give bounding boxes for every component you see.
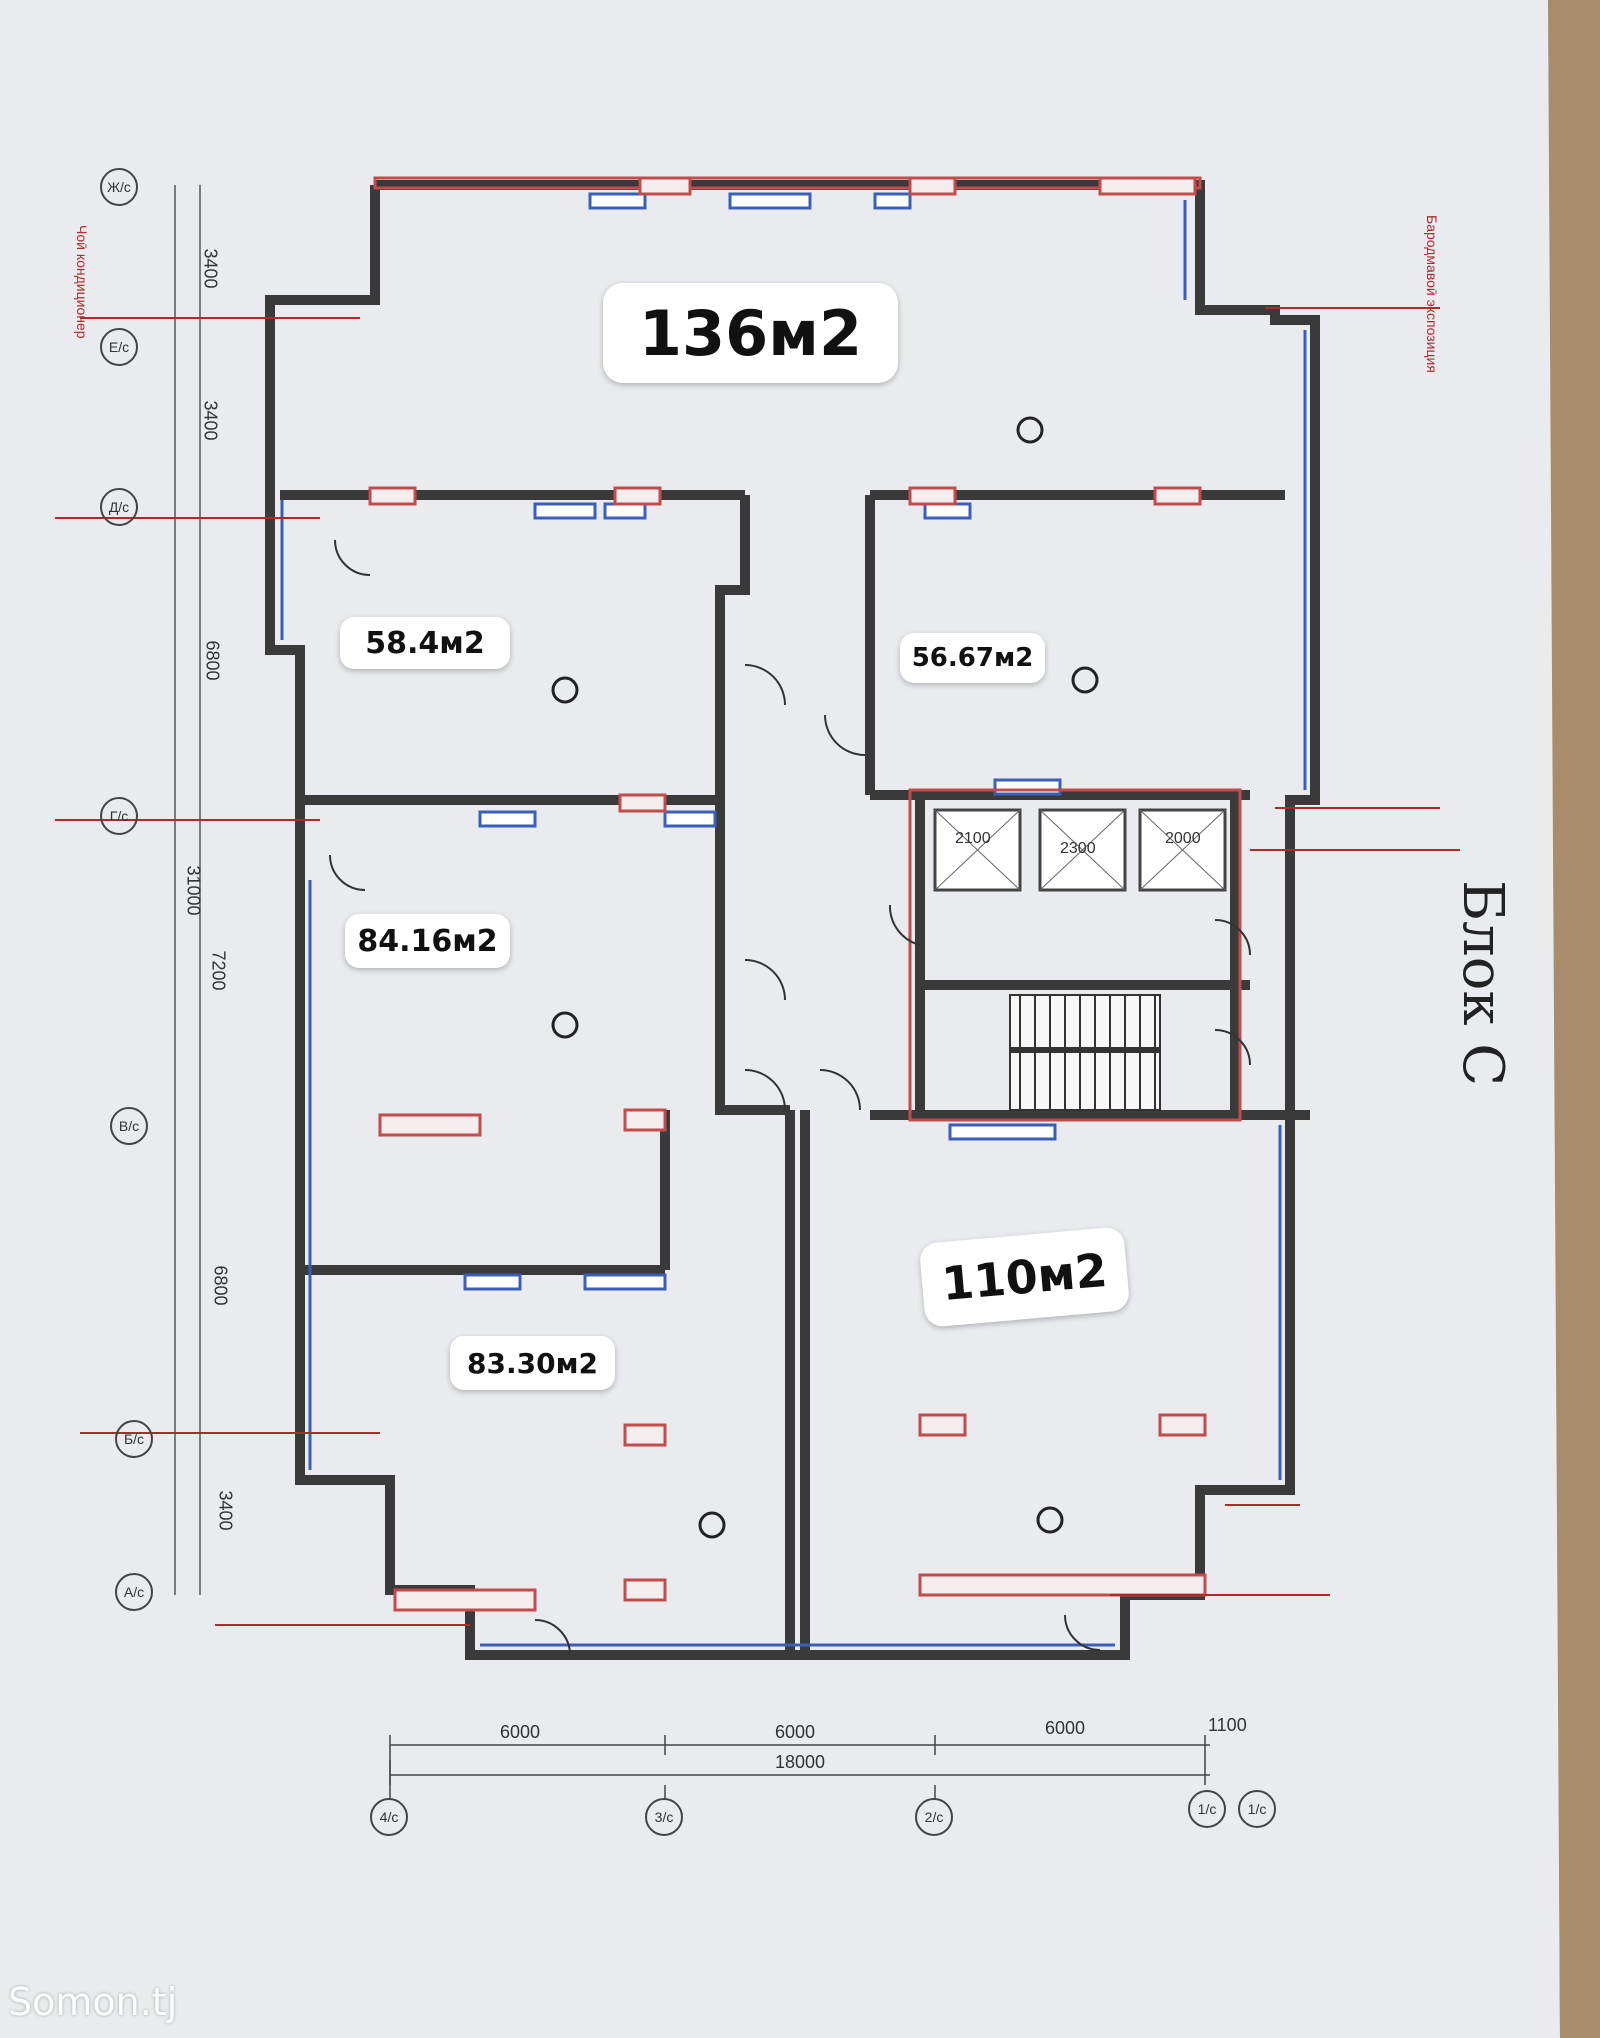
room-area-136: 136м2 xyxy=(603,283,898,383)
elevator-dim-3: 2000 xyxy=(1165,830,1201,847)
axis-marker-left-6: Б/с xyxy=(115,1420,153,1458)
dim-left-4: 7200 xyxy=(208,950,229,991)
somon-watermark: Somon.tj xyxy=(8,1980,178,2024)
axis-marker-bottom-1: 4/с xyxy=(370,1798,408,1836)
axis-marker-bottom-4: 1/с xyxy=(1188,1790,1226,1828)
room-area-56: 56.67м2 xyxy=(900,633,1045,683)
side-note-exhibit: Бародмавоӣ экспозиция xyxy=(1424,215,1440,373)
dim-bottom-1: 6000 xyxy=(500,1722,541,1742)
dim-bottom-2: 6000 xyxy=(775,1722,816,1742)
axis-marker-left-4: Г/с xyxy=(100,797,138,835)
axis-marker-bottom-2: 3/с xyxy=(645,1798,683,1836)
dim-left-1: 3400 xyxy=(200,248,221,289)
dim-bottom-total: 18000 xyxy=(775,1752,826,1772)
axis-marker-left-3: Д/с xyxy=(100,488,138,526)
axis-marker-left-7: А/с xyxy=(115,1573,153,1611)
room-area-110: 110м2 xyxy=(918,1226,1131,1328)
axis-marker-bottom-5: 1/с xyxy=(1238,1790,1276,1828)
elevator-dim-1: 2100 xyxy=(955,830,991,847)
axis-marker-left-1: Ж/с xyxy=(100,168,138,206)
elevator-dim-2: 2300 xyxy=(1060,840,1096,857)
dim-bottom-4: 1100 xyxy=(1208,1715,1247,1735)
dim-left-total: 31000 xyxy=(183,865,204,916)
axis-marker-left-2: Е/с xyxy=(100,328,138,366)
axis-marker-left-5: В/с xyxy=(110,1107,148,1145)
dim-left-6: 3400 xyxy=(215,1490,236,1531)
block-title: Блок С xyxy=(1450,880,1515,1087)
dim-bottom-3: 6000 xyxy=(1045,1718,1086,1738)
dim-left-5: 6800 xyxy=(210,1265,231,1306)
dim-left-2: 3400 xyxy=(200,400,221,441)
side-note-ac: Чоӣ кондиционер xyxy=(74,225,90,339)
room-area-58: 58.4м2 xyxy=(340,617,510,669)
room-area-83: 83.30м2 xyxy=(450,1336,615,1390)
room-area-84: 84.16м2 xyxy=(345,914,510,968)
dim-left-3: 6800 xyxy=(202,640,223,681)
axis-marker-bottom-3: 2/с xyxy=(915,1798,953,1836)
